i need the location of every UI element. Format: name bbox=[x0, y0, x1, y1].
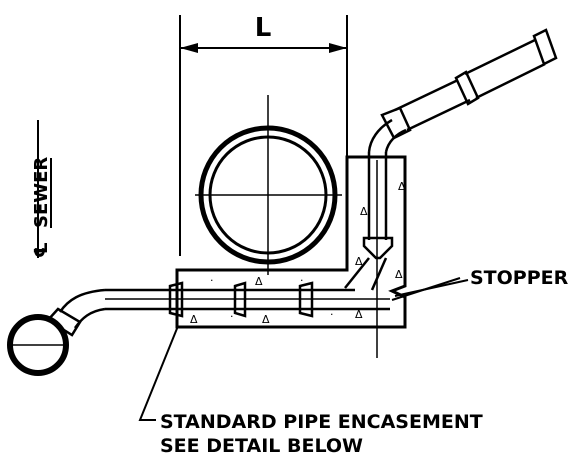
sewer-centerline-label: ℄ SEWER bbox=[31, 157, 52, 258]
svg-text:·: · bbox=[300, 274, 304, 287]
encasement-label-line1: STANDARD PIPE ENCASEMENT bbox=[160, 411, 483, 433]
main-sewer-pipe bbox=[195, 95, 342, 275]
stopper-leader bbox=[394, 279, 469, 297]
svg-text:·: · bbox=[230, 310, 234, 323]
svg-text:·: · bbox=[210, 274, 214, 287]
encasement-label-line2: SEE DETAIL BELOW bbox=[160, 435, 363, 457]
sewer-label: SEWER bbox=[31, 157, 52, 228]
svg-text:Δ: Δ bbox=[398, 180, 406, 193]
svg-text:Δ: Δ bbox=[255, 275, 263, 288]
concrete-encasement: Δ Δ · Δ Δ Δ · · · Δ Δ Δ · bbox=[175, 155, 407, 329]
svg-text:·: · bbox=[330, 308, 334, 321]
centerline-symbol: ℄ bbox=[31, 242, 52, 258]
dimension-label: L bbox=[255, 13, 272, 43]
horizontal-pipe bbox=[105, 281, 390, 318]
svg-text:Δ: Δ bbox=[355, 308, 363, 321]
encasement-leader bbox=[138, 325, 179, 421]
svg-text:Δ: Δ bbox=[395, 268, 403, 281]
svg-text:Δ: Δ bbox=[360, 205, 368, 218]
left-elbow-pipe bbox=[7, 120, 106, 376]
svg-text:Δ: Δ bbox=[262, 313, 270, 326]
svg-text:Δ: Δ bbox=[190, 313, 198, 326]
stopper-label: STOPPER bbox=[470, 267, 569, 289]
riser-pipe bbox=[344, 28, 558, 358]
svg-text:Δ: Δ bbox=[355, 255, 363, 268]
